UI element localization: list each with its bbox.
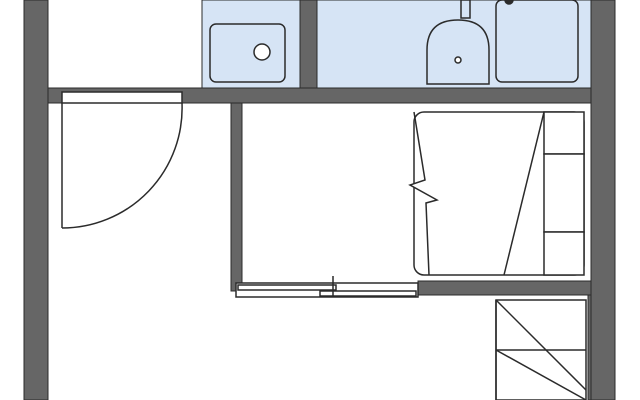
bathtub-icon [495, 0, 579, 83]
right-exterior-wall [590, 0, 616, 400]
left-exterior-wall [23, 0, 49, 400]
toilet-icon [426, 0, 490, 85]
sliding-door-icon [235, 276, 419, 298]
kitchen-sink-icon [209, 23, 286, 83]
living-area [48, 290, 496, 400]
storage-closet [48, 0, 202, 88]
closet-top-wall [417, 280, 592, 296]
horizontal-wall-upper [47, 87, 592, 104]
closet-icon [495, 299, 587, 400]
walls [23, 0, 616, 400]
entry-door-icon [61, 91, 183, 229]
closet-left-wall [587, 294, 592, 400]
hall-partition-wall [230, 102, 243, 292]
bed-icon [408, 111, 585, 276]
kitchen-bath-partition [299, 0, 318, 89]
